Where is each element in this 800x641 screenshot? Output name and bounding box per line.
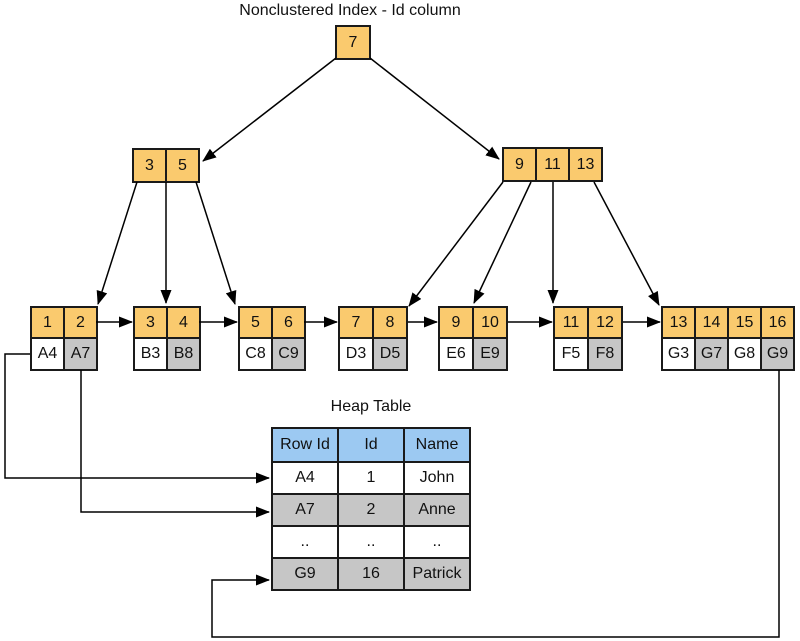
index-key-cell: 13 xyxy=(661,306,696,339)
table-cell: John xyxy=(403,461,471,495)
row-pointer-cell: E9 xyxy=(472,337,508,371)
heap-table-header-row: Row Id Id Name xyxy=(271,427,471,463)
index-key-cell: 11 xyxy=(553,306,589,339)
edge-right-node-to-leaf-9-10 xyxy=(473,181,532,304)
index-key-cell: 10 xyxy=(472,306,508,339)
index-key-cell: 3 xyxy=(132,148,167,183)
index-key-cell: 5 xyxy=(238,306,273,339)
column-header: Name xyxy=(403,427,471,463)
index-key-cell: 16 xyxy=(760,306,795,339)
index-key-cell: 11 xyxy=(535,147,570,182)
table-row: A4 1 John xyxy=(271,461,471,495)
row-pointer-cell: B8 xyxy=(166,337,201,371)
btree-internal-node-left: 3 5 xyxy=(132,148,200,183)
edge-left-node-to-leaf-1-2 xyxy=(96,181,138,305)
leaf-page-5-6: 5 6 C8 C9 xyxy=(238,306,306,371)
index-key-cell: 7 xyxy=(338,306,374,339)
row-pointer-cell: F8 xyxy=(587,337,623,371)
row-pointer-cell: E6 xyxy=(438,337,474,371)
index-key-cell: 9 xyxy=(502,147,537,182)
table-cell: .. xyxy=(337,525,405,559)
leaf-page-13-16: 13 14 15 16 G3 G7 G8 G9 xyxy=(661,306,795,371)
index-key-cell: 7 xyxy=(335,25,371,60)
table-row: .. .. .. xyxy=(271,525,471,559)
heap-table: Row Id Id Name A4 1 John A7 2 Anne .. ..… xyxy=(271,427,471,591)
row-pointer-cell: D5 xyxy=(372,337,408,371)
row-pointer-cell: G3 xyxy=(661,337,696,371)
row-pointer-cell: G7 xyxy=(694,337,729,371)
table-cell: 2 xyxy=(337,493,405,527)
leaf-page-11-12: 11 12 F5 F8 xyxy=(553,306,623,371)
row-pointer-cell: D3 xyxy=(338,337,374,371)
pointer-a7-to-heap xyxy=(80,370,270,518)
heap-table-title: Heap Table xyxy=(330,398,412,415)
table-cell: A4 xyxy=(271,461,339,495)
table-cell: G9 xyxy=(271,557,339,591)
index-key-cell: 13 xyxy=(568,147,603,182)
index-key-cell: 5 xyxy=(165,148,200,183)
row-pointer-cell: C9 xyxy=(271,337,306,371)
index-key-cell: 15 xyxy=(727,306,762,339)
row-pointer-cell: A4 xyxy=(30,337,65,371)
row-pointer-cell: B3 xyxy=(133,337,168,371)
index-key-cell: 2 xyxy=(63,306,98,339)
leaf-page-1-2: 1 2 A4 A7 xyxy=(30,306,98,371)
index-key-cell: 12 xyxy=(587,306,623,339)
index-key-cell: 1 xyxy=(30,306,65,339)
column-header: Id xyxy=(337,427,405,463)
edge-right-node-to-leaf-7-8 xyxy=(408,181,504,307)
index-key-cell: 4 xyxy=(166,306,201,339)
leaf-page-3-4: 3 4 B3 B8 xyxy=(133,306,201,371)
index-key-cell: 14 xyxy=(694,306,729,339)
row-pointer-cell: G8 xyxy=(727,337,762,371)
edge-left-node-to-leaf-5-6 xyxy=(195,181,237,305)
table-cell: .. xyxy=(403,525,471,559)
index-key-cell: 8 xyxy=(372,306,408,339)
table-cell: 16 xyxy=(337,557,405,591)
row-pointer-cell: A7 xyxy=(63,337,98,371)
column-header: Row Id xyxy=(271,427,339,463)
row-pointer-cell: F5 xyxy=(553,337,589,371)
table-row: G9 16 Patrick xyxy=(271,557,471,591)
table-cell: Patrick xyxy=(403,557,471,591)
index-key-cell: 6 xyxy=(271,306,306,339)
table-cell: Anne xyxy=(403,493,471,527)
leaf-page-9-10: 9 10 E6 E9 xyxy=(438,306,508,371)
btree-root-node: 7 xyxy=(335,25,371,60)
row-pointer-cell: G9 xyxy=(760,337,795,371)
leaf-page-7-8: 7 8 D3 D5 xyxy=(338,306,408,371)
diagram-title: Nonclustered Index - Id column xyxy=(239,2,461,19)
edge-root-to-right-node xyxy=(369,57,500,160)
index-key-cell: 9 xyxy=(438,306,474,339)
table-row: A7 2 Anne xyxy=(271,493,471,527)
table-cell: A7 xyxy=(271,493,339,527)
edge-right-node-to-leaf-13-16 xyxy=(593,181,660,306)
btree-internal-node-right: 9 11 13 xyxy=(502,147,603,182)
index-key-cell: 3 xyxy=(133,306,168,339)
pointer-a4-to-heap xyxy=(4,353,270,484)
table-cell: .. xyxy=(271,525,339,559)
row-pointer-cell: C8 xyxy=(238,337,273,371)
table-cell: 1 xyxy=(337,461,405,495)
edge-root-to-left-node xyxy=(202,57,337,162)
